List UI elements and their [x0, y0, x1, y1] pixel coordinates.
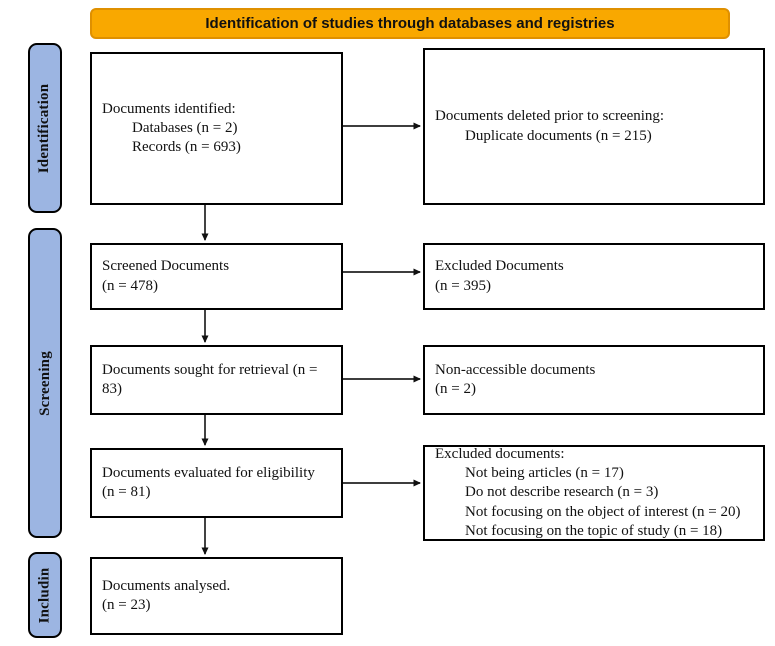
box-text-line: Documents evaluated for eligibility [102, 464, 315, 481]
box-text-line: (n = 2) [435, 381, 476, 397]
box-text-line: Do not describe research (n = 3) [465, 484, 659, 501]
box-text-line: Excluded documents: [435, 446, 565, 463]
box-text-line: Excluded Documents [435, 258, 564, 275]
box-text-line: Records (n = 693) [132, 139, 241, 156]
box-text-line: Databases (n = 2) [132, 119, 238, 136]
box-text-line: 83) [102, 381, 122, 397]
box-text-line: Documents identified: [102, 100, 236, 117]
box-text-line: Not focusing on the topic of study (n = … [465, 522, 723, 539]
box-documents-identified: Documents identified: Databases (n = 2) … [90, 52, 343, 205]
stage-label-text: Identification [36, 83, 53, 173]
box-text-line: (n = 23) [102, 597, 151, 613]
box-text-line: Duplicate documents (n = 215) [465, 127, 652, 144]
box-text-line: (n = 395) [435, 277, 491, 294]
box-non-accessible-documents: Non-accessible documents (n = 2) [423, 345, 765, 415]
box-text-line: Screened Documents [102, 258, 230, 275]
stage-label-text: Screening [36, 350, 53, 416]
box-excluded-documents: Excluded Documents (n = 395) [423, 243, 765, 310]
box-text-line: Not focusing on the object of interest (… [465, 503, 741, 520]
box-text-line: Documents analysed. [102, 577, 231, 594]
box-documents-deleted-prior-screening: Documents deleted prior to screening: Du… [423, 48, 765, 205]
stage-label-text: Includin [36, 567, 53, 623]
box-text-line: Non-accessible documents [435, 361, 596, 378]
stage-label-identification: Identification [28, 43, 62, 213]
stage-label-screening: Screening [28, 228, 62, 538]
box-text-line: (n = 81) [102, 484, 151, 500]
box-documents-analysed: Documents analysed. (n = 23) [90, 557, 343, 635]
diagram-title: Identification of studies through databa… [205, 15, 615, 32]
box-text-line: Documents sought for retrieval (n = [102, 361, 318, 378]
box-text-line: Not being articles (n = 17) [465, 465, 624, 482]
box-screened-documents: Screened Documents (n = 478) [90, 243, 343, 310]
box-documents-evaluated-eligibility: Documents evaluated for eligibility (n =… [90, 448, 343, 518]
box-text-line: (n = 478) [102, 277, 158, 294]
diagram-title-banner: Identification of studies through databa… [90, 8, 730, 39]
box-text-line: Documents deleted prior to screening: [435, 108, 665, 125]
stage-label-including: Includin [28, 552, 62, 638]
box-excluded-documents-reasons: Excluded documents: Not being articles (… [423, 445, 765, 541]
box-documents-sought-retrieval: Documents sought for retrieval (n = 83) [90, 345, 343, 415]
